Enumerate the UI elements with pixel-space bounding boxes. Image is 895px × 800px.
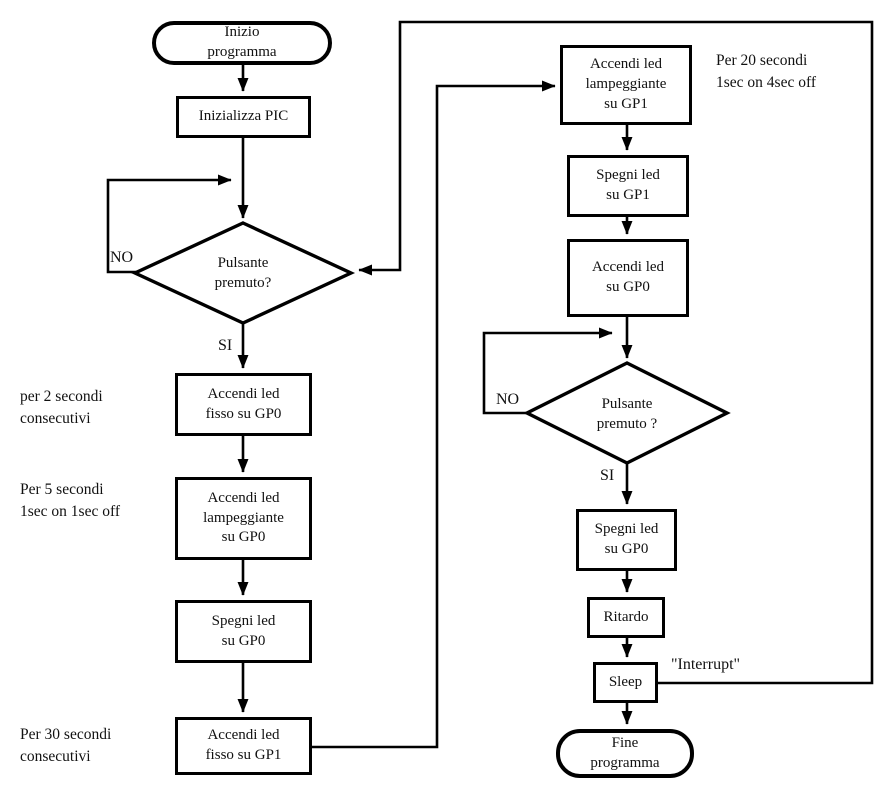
- annotation-per-5-secondi: Per 5 secondi 1sec on 1sec off: [20, 481, 121, 520]
- decision2-diamond-shape: [523, 361, 731, 465]
- node-accendi-led-fisso-gp0: Accendi led fisso su GP0: [175, 373, 312, 436]
- node-sleep: Sleep: [593, 662, 658, 703]
- node-accendi-led-lampeggiante-gp1: Accendi led lampeggiante su GP1: [560, 45, 692, 125]
- decision1-diamond-shape: [130, 221, 356, 325]
- decision2-label: Pulsante premuto ?: [596, 395, 658, 432]
- edge-label-interrupt: "Interrupt": [671, 656, 741, 673]
- node-accendi-led-fisso-gp1: Accendi led fisso su GP1: [175, 717, 312, 775]
- node-spegni-led-gp1: Spegni led su GP1: [567, 155, 689, 217]
- node-end-terminator: Fine programma: [556, 729, 694, 778]
- annotation-per-30-secondi: Per 30 secondi consecutivi: [20, 726, 112, 765]
- annotation-per-2-secondi: per 2 secondi consecutivi: [20, 388, 103, 427]
- node-accendi-led-lampeggiante-gp0: Accendi led lampeggiante su GP0: [175, 477, 312, 560]
- annotation-per-20-secondi: Per 20 secondi 1sec on 4sec off: [716, 52, 817, 91]
- edge-label-no-2: NO: [496, 391, 520, 408]
- edge-label-si-2: SI: [600, 467, 615, 484]
- node-ritardo: Ritardo: [587, 597, 665, 638]
- edge-decision2-no-loop: [482, 327, 613, 415]
- node-start-terminator: Inizio programma: [152, 21, 332, 65]
- edge-fissogp1-to-lampgp1: [312, 80, 556, 749]
- node-accendi-led-gp0: Accendi led su GP0: [567, 239, 689, 317]
- edge-decision1-no-loop: [106, 174, 232, 274]
- decision1-label: Pulsante premuto?: [214, 254, 272, 291]
- edge-label-no-1: NO: [110, 249, 134, 266]
- node-inizializza-pic: Inizializza PIC: [176, 96, 311, 138]
- node-spegni-led-gp0-left: Spegni led su GP0: [175, 600, 312, 663]
- edge-label-si-1: SI: [218, 337, 233, 354]
- edge-sleep-interrupt-loop: [358, 20, 874, 685]
- node-spegni-led-gp0-right: Spegni led su GP0: [576, 509, 677, 571]
